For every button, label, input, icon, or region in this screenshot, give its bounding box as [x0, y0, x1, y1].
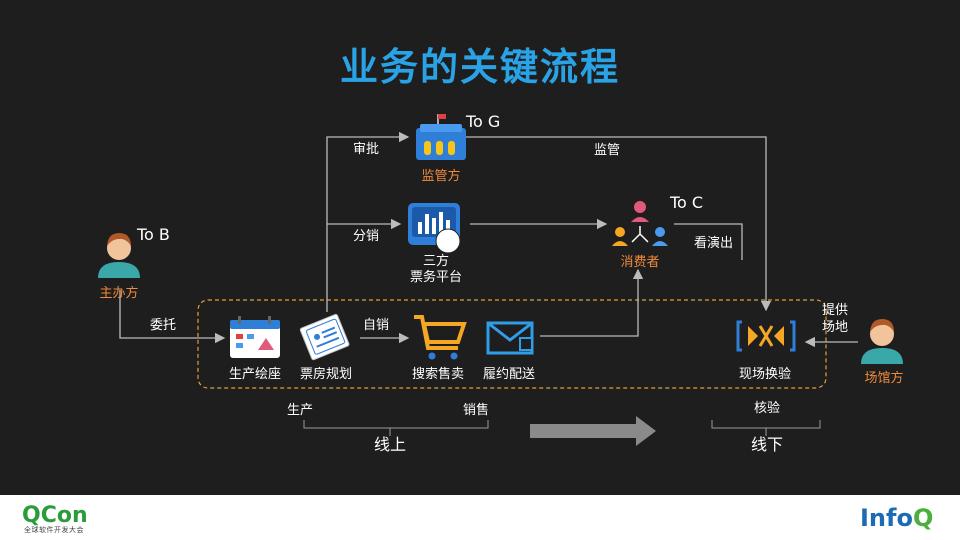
search-sale-label: 搜索售卖	[411, 367, 465, 382]
slide-canvas	[0, 0, 960, 495]
shopping-cart-icon	[414, 315, 467, 360]
bracket-online	[303, 420, 489, 429]
consumer-icon	[612, 201, 668, 246]
online-offline-arrow	[530, 416, 656, 446]
delivery-mail-icon	[486, 321, 534, 355]
qcon-subtitle: 全球软件开发大会	[24, 526, 84, 534]
edge-label-provide-1: 提供	[822, 303, 849, 318]
page-title: 业务的关键流程	[339, 45, 620, 89]
stage-offline: 线下	[750, 435, 784, 454]
edge-delivery-consumer	[540, 268, 644, 337]
production-label: 生产绘座	[228, 367, 282, 382]
edge-label-entrust: 委托	[150, 318, 177, 333]
stage-sell: 销售	[462, 403, 490, 418]
edge-entrust	[119, 290, 226, 344]
flow-diagram	[98, 114, 903, 446]
regulator-label: 监管方	[421, 169, 461, 184]
onsite-gate-icon	[736, 320, 796, 352]
ticket-platform-icon	[408, 203, 461, 254]
calendar-seat-icon	[230, 316, 280, 358]
infoq-logo-b: Q	[912, 504, 934, 532]
ticket-platform-label-1: 三方	[422, 254, 450, 269]
stage-verify: 核验	[753, 401, 781, 416]
delivery-label: 履约配送	[482, 367, 536, 382]
stage-produce: 生产	[286, 403, 314, 418]
process-dashed-box	[197, 299, 827, 389]
edge-watch-show	[674, 223, 743, 260]
qcon-logo: QCon	[22, 503, 88, 528]
consumer-label: 消费者	[620, 255, 660, 270]
organizer-label: 主办方	[99, 286, 139, 301]
box-office-label: 票房规划	[299, 367, 353, 382]
edge-label-provide-2: 场地	[822, 320, 849, 335]
onsite-check-label: 现场换验	[738, 367, 792, 382]
organizer-tag: To B	[137, 225, 170, 244]
organizer-avatar-icon	[98, 233, 140, 278]
bracket-offline	[711, 420, 821, 429]
footer-bar	[0, 495, 960, 540]
ticket-platform-label-2: 票务平台	[409, 270, 463, 285]
infoq-logo: InfoQ	[860, 504, 933, 532]
ticket-plan-icon	[299, 313, 350, 361]
infoq-logo-a: Info	[860, 504, 913, 532]
stage-online: 线上	[373, 435, 407, 454]
venue-label: 场馆方	[864, 371, 904, 386]
venue-avatar-icon	[861, 319, 903, 364]
consumer-tag: To C	[670, 193, 704, 212]
regulator-icon	[416, 114, 466, 160]
edge-label-supervise: 监管	[594, 143, 621, 158]
edge-label-distribute: 分销	[353, 229, 380, 244]
edge-approve	[326, 131, 410, 312]
edge-label-approve: 审批	[353, 142, 380, 157]
edge-label-watch-show: 看演出	[694, 236, 734, 251]
edge-supervise	[466, 136, 772, 312]
regulator-tag: To G	[466, 112, 501, 131]
edge-label-self-sell: 自销	[363, 318, 390, 333]
